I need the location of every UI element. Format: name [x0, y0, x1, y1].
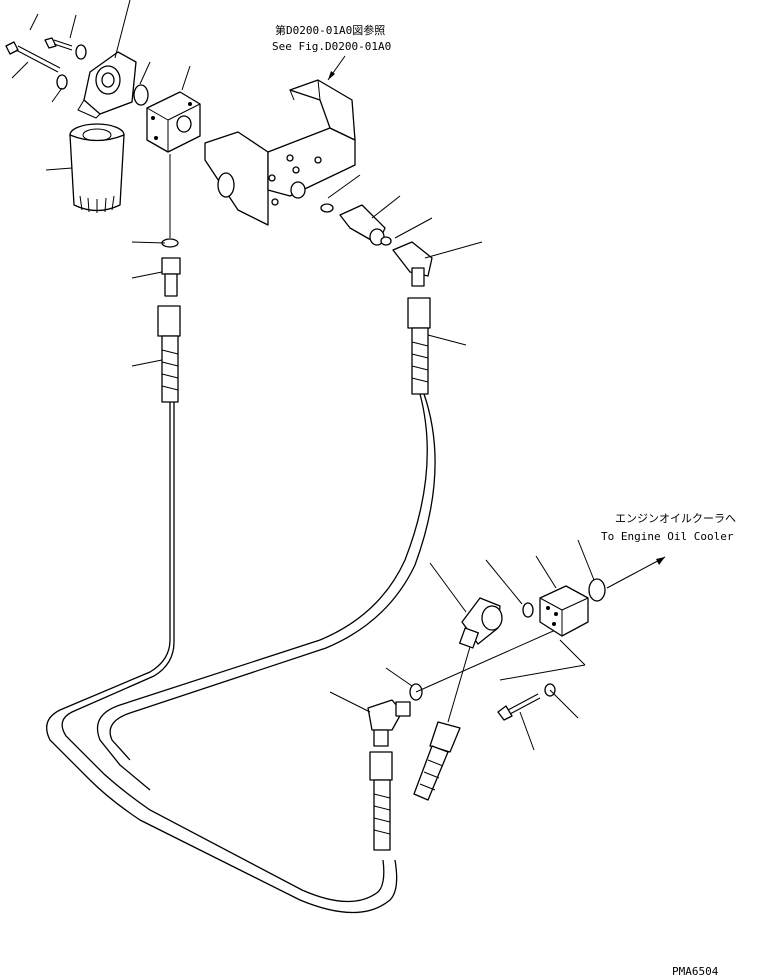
- upper-ref-en: See Fig.D0200-01A0: [272, 40, 391, 53]
- block-icon: [146, 91, 201, 153]
- o-ring-icon: [320, 203, 334, 213]
- o-ring-icon: [522, 602, 534, 618]
- elbow-icon: [367, 699, 411, 747]
- filter-head-icon: [77, 51, 137, 119]
- bolt-icon: [497, 693, 541, 721]
- drawing-number: PMA6504: [672, 965, 719, 978]
- washer-icon: [56, 44, 87, 90]
- upper-ref-jp: 第D0200-01A0図参照: [275, 23, 385, 37]
- hose-icon: [46, 402, 398, 914]
- elbow-icon: [339, 204, 386, 246]
- cooler-ref-en: To Engine Oil Cooler: [601, 530, 734, 543]
- hose-icon: [413, 721, 461, 801]
- o-ring-icon: [588, 578, 606, 602]
- cooler-arrow: [606, 556, 666, 589]
- hose-icon: [407, 297, 431, 395]
- upper-ref-arrow: [327, 55, 346, 81]
- hose-icon: [369, 751, 393, 851]
- o-ring-icon: [133, 84, 149, 106]
- hose-icon: [157, 305, 181, 403]
- bracket-icon: [204, 79, 356, 226]
- elbow-icon: [459, 597, 503, 649]
- bolt-icon: [5, 41, 61, 73]
- elbow-icon: [392, 241, 433, 287]
- hose-icon: [61, 402, 385, 903]
- block-icon: [539, 585, 589, 637]
- hose-icon: [109, 393, 436, 761]
- o-ring-icon: [380, 236, 392, 246]
- elbow-icon: [161, 257, 181, 297]
- cooler-ref-jp: エンジンオイルクーラへ: [615, 512, 736, 525]
- filter-cartridge-icon: [69, 123, 125, 213]
- leader-lines: [11, 0, 595, 751]
- bolt-icon: [44, 37, 73, 51]
- hose-icon: [96, 393, 428, 791]
